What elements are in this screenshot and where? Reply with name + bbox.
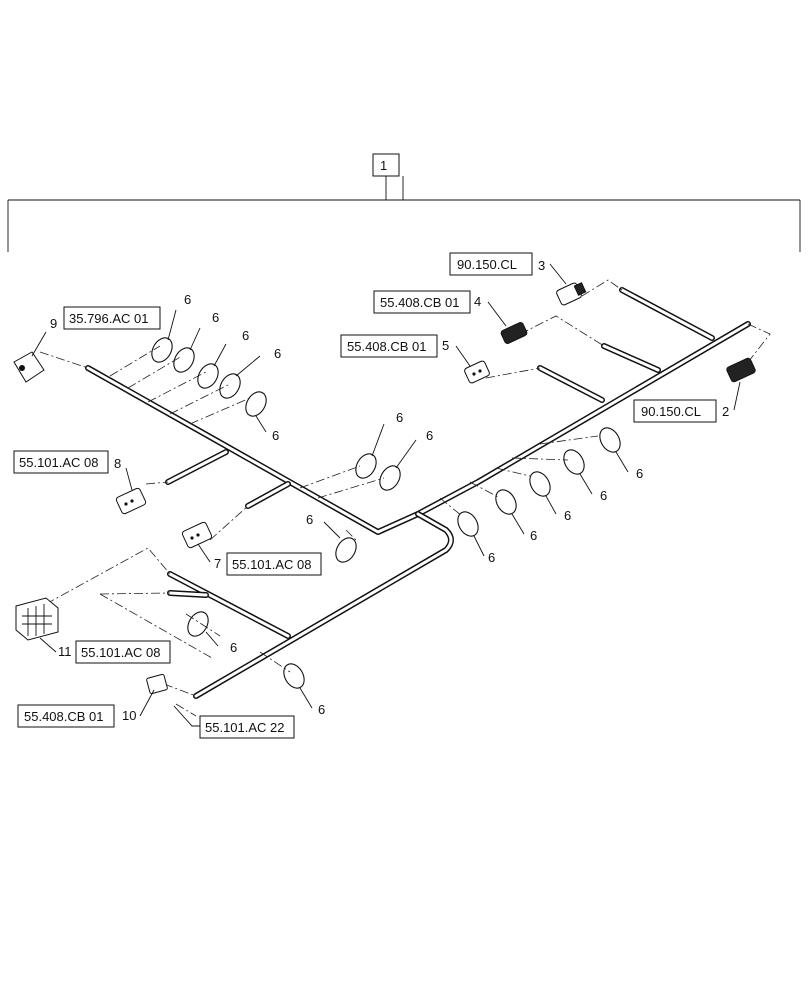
svg-text:55.408.CB 01: 55.408.CB 01 xyxy=(380,295,460,310)
tie-number: 6 xyxy=(396,410,403,425)
tie-number: 6 xyxy=(230,640,237,655)
connector-10-icon xyxy=(146,673,168,695)
harness-trunks xyxy=(85,287,751,699)
cable-tie-icon xyxy=(197,343,227,389)
cable-tie-icon xyxy=(187,611,219,647)
tie-number: 6 xyxy=(306,512,313,527)
svg-text:90.150.CL: 90.150.CL xyxy=(457,257,517,272)
cable-tie-icon xyxy=(323,521,357,563)
connector-5-icon xyxy=(464,360,490,384)
cable-tie-icon xyxy=(355,423,385,479)
item-callouts: 3 4 5 2 9 8 7 11 10 6 6 6 6 6 6 6 6 6 6 … xyxy=(31,258,741,727)
cable-tie-icon xyxy=(495,489,525,535)
tie-number: 6 xyxy=(488,550,495,565)
assembly-number: 1 xyxy=(380,158,387,173)
item-number-3: 3 xyxy=(538,258,545,273)
svg-text:55.101.AC 08: 55.101.AC 08 xyxy=(19,455,99,470)
svg-text:55.408.CB 01: 55.408.CB 01 xyxy=(24,709,104,724)
connector-8-icon xyxy=(115,487,147,515)
tie-number: 6 xyxy=(272,428,279,443)
cable-tie-icon xyxy=(599,427,629,473)
tie-number: 6 xyxy=(600,488,607,503)
cable-tie-icon xyxy=(151,309,177,363)
ref-box-55101-item7[interactable]: 55.101.AC 08 xyxy=(226,552,322,576)
connector-7-icon xyxy=(181,521,213,549)
cable-tie-icon xyxy=(529,471,557,515)
svg-text:55.101.AC 08: 55.101.AC 08 xyxy=(81,645,161,660)
ref-box-55408-item10[interactable]: 55.408.CB 01 xyxy=(17,704,115,728)
item-number-10: 10 xyxy=(122,708,136,723)
cable-ties xyxy=(151,309,629,709)
item-number-7: 7 xyxy=(214,556,221,571)
cable-tie-icon xyxy=(245,391,267,433)
svg-text:55.101.AC 22: 55.101.AC 22 xyxy=(205,720,285,735)
item-number-4: 4 xyxy=(474,294,481,309)
cable-tie-icon xyxy=(173,327,201,373)
connector-4-icon xyxy=(500,322,528,344)
tie-number: 6 xyxy=(274,346,281,361)
cable-tie-icon xyxy=(379,439,417,491)
connectors xyxy=(13,282,756,695)
connector-9-icon xyxy=(13,351,45,383)
tie-number: 6 xyxy=(184,292,191,307)
cable-tie-icon xyxy=(563,449,593,495)
ref-box-55408-item4[interactable]: 55.408.CB 01 xyxy=(373,290,471,314)
connector-2-icon xyxy=(726,357,756,383)
ref-box-90150-top[interactable]: 90.150.CL xyxy=(449,252,533,276)
connector-3-icon xyxy=(556,282,587,306)
cable-tie-icon xyxy=(283,663,313,709)
tie-number: 6 xyxy=(426,428,433,443)
item-number-9: 9 xyxy=(50,316,57,331)
assembly-bracket: 1 xyxy=(7,153,801,252)
ref-box-55101-22[interactable]: 55.101.AC 22 xyxy=(199,715,295,739)
ref-box-55101-item11[interactable]: 55.101.AC 08 xyxy=(75,640,171,664)
cable-tie-icon xyxy=(219,355,261,399)
ref-box-90150-right[interactable]: 90.150.CL xyxy=(633,399,717,423)
ref-box-35796[interactable]: 35.796.AC 01 xyxy=(63,306,161,330)
tie-number: 6 xyxy=(636,466,643,481)
ref-box-55408-item5[interactable]: 55.408.CB 01 xyxy=(340,334,438,358)
item-number-11: 11 xyxy=(58,644,72,659)
svg-text:55.101.AC 08: 55.101.AC 08 xyxy=(232,557,312,572)
tie-number: 6 xyxy=(564,508,571,523)
cable-tie-icon xyxy=(457,511,485,557)
tie-number: 6 xyxy=(242,328,249,343)
tie-number: 6 xyxy=(212,310,219,325)
item-number-2: 2 xyxy=(722,404,729,419)
item-number-5: 5 xyxy=(442,338,449,353)
connector-11-icon xyxy=(15,597,59,641)
svg-text:55.408.CB 01: 55.408.CB 01 xyxy=(347,339,427,354)
reference-boxes: 90.150.CL 55.408.CB 01 55.408.CB 01 35.7… xyxy=(13,252,717,739)
tie-number: 6 xyxy=(318,702,325,717)
ref-box-55101-item8[interactable]: 55.101.AC 08 xyxy=(13,450,109,474)
tie-number: 6 xyxy=(530,528,537,543)
dash-dot-leaders xyxy=(39,279,771,717)
item-number-8: 8 xyxy=(114,456,121,471)
svg-text:35.796.AC 01: 35.796.AC 01 xyxy=(69,311,149,326)
svg-text:90.150.CL: 90.150.CL xyxy=(641,404,701,419)
